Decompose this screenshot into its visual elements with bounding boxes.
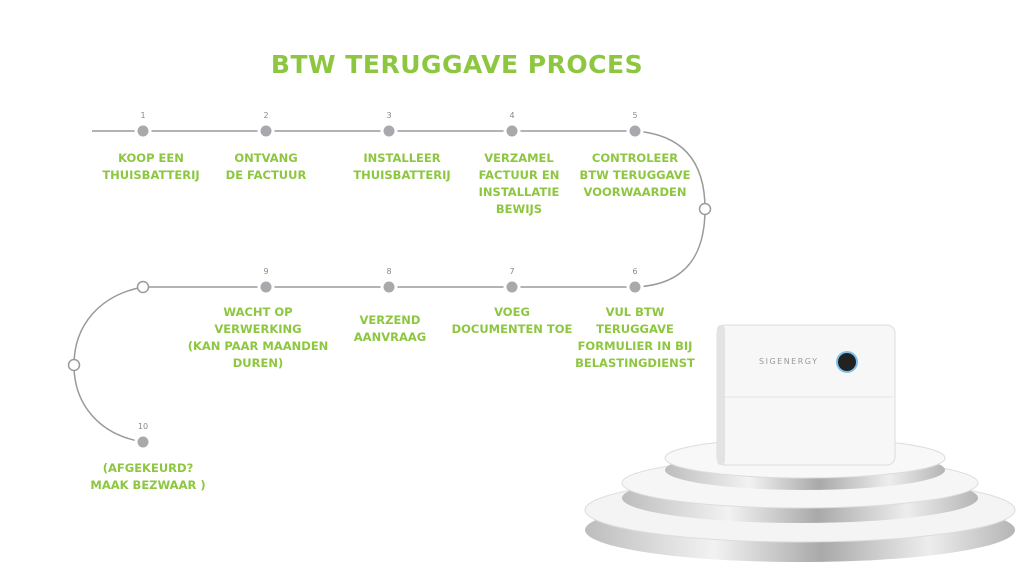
label-line: VOEG [494,305,530,319]
label-line: VERWERKING [214,322,302,336]
step-number: 8 [386,267,392,276]
label-line: THUISBATTERIJ [102,168,200,182]
page-title: BTW TERUGGAVE PROCES [270,50,644,79]
step-label-4: VERZAMEL FACTUUR EN INSTALLATIE BEWIJS [444,150,594,218]
node-8 [380,278,398,296]
step-number: 4 [509,111,515,120]
label-line: BTW TERUGGAVE [579,168,691,182]
step-number: 5 [632,111,638,120]
step-label-10: (AFGEKEURD? MAAK BEZWAAR ) [73,460,223,494]
label-line: INSTALLATIE [478,185,560,199]
label-line: THUISBATTERIJ [353,168,451,182]
node-7 [503,278,521,296]
node-3 [380,122,398,140]
label-line: BEWIJS [495,202,543,216]
step-label-7: VOEG DOCUMENTEN TOE [437,304,587,338]
node-10 [134,433,152,451]
label-line: ONTVANG [234,151,298,165]
step-label-2: ONTVANG DE FACTUUR [191,150,341,184]
label-line: FORMULIER IN BIJ [577,339,693,353]
step-number: 3 [386,111,392,120]
label-line: CONTROLEER [591,151,679,165]
step-label-8: VERZEND AANVRAAG [315,312,465,346]
label-line: AANVRAAG [353,330,427,344]
node-2 [257,122,275,140]
label-line: TERUGGAVE [596,322,674,336]
node-5 [626,122,644,140]
battery-image [716,324,896,466]
label-line: (KAN PAAR MAANDEN [187,339,329,353]
node-9 [257,278,275,296]
node-4 [503,122,521,140]
step-number: 7 [509,267,515,276]
step-number: 10 [137,422,149,431]
step-number: 6 [632,267,638,276]
label-line: INSTALLEER [363,151,441,165]
open-node-left [67,358,81,372]
step-label-6: VUL BTW TERUGGAVE FORMULIER IN BIJ BELAS… [560,304,710,372]
step-label-9: WACHT OP VERWERKING (KAN PAAR MAANDEN DU… [183,304,333,372]
curve-left [73,286,144,443]
step-label-3: INSTALLEER THUISBATTERIJ [327,150,477,184]
label-line: VERZAMEL [484,151,554,165]
label-line: KOOP EEN [118,151,184,165]
step-number: 1 [140,111,146,120]
step-number: 9 [263,267,269,276]
label-line: VERZEND [359,313,421,327]
label-line: MAAK BEZWAAR ) [90,478,206,492]
label-line: BELASTINGDIENST [575,356,695,370]
brand-logo: SIGENERGY [759,357,819,366]
open-node-right [698,202,712,216]
open-node-row2 [136,280,150,294]
label-line: DUREN) [232,356,284,370]
label-line: WACHT OP [223,305,293,319]
label-line: (AFGEKEURD? [102,461,194,475]
node-1 [134,122,152,140]
step-label-5: CONTROLEER BTW TERUGGAVE VOORWAARDEN [560,150,710,201]
label-line: DE FACTUUR [225,168,307,182]
label-line: DOCUMENTEN TOE [451,322,573,336]
step-label-1: KOOP EEN THUISBATTERIJ [76,150,226,184]
label-line: FACTUUR EN [478,168,560,182]
label-line: VUL BTW [605,305,665,319]
step-number: 2 [263,111,269,120]
label-line: VOORWAARDEN [583,185,687,199]
node-6 [626,278,644,296]
